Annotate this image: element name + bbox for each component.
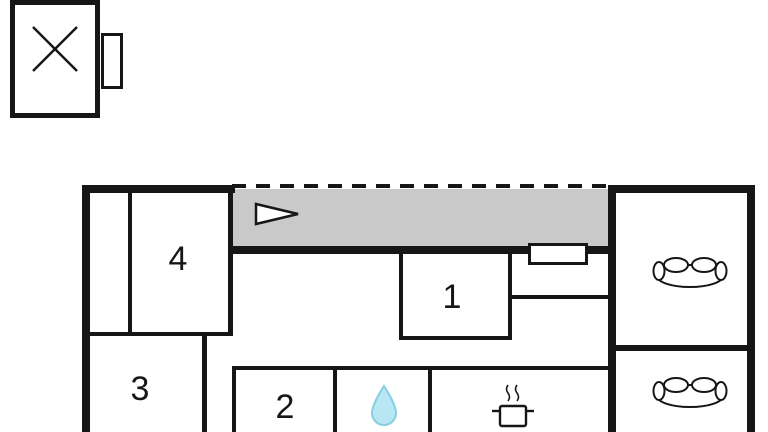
wall bbox=[616, 345, 747, 351]
wall bbox=[508, 254, 512, 340]
wall bbox=[333, 366, 337, 432]
wall bbox=[128, 189, 132, 335]
wall bbox=[228, 189, 233, 335]
wall bbox=[612, 185, 755, 193]
room-label-2: 2 bbox=[275, 388, 295, 426]
wall bbox=[399, 254, 403, 340]
window-icon bbox=[528, 243, 588, 265]
wall bbox=[428, 366, 432, 432]
stove-icon bbox=[492, 384, 534, 428]
sofa-icon bbox=[652, 257, 728, 288]
wall bbox=[399, 336, 512, 340]
wall bbox=[608, 185, 616, 432]
wall bbox=[232, 366, 236, 432]
sofa-icon bbox=[652, 377, 728, 408]
door-icon bbox=[101, 33, 123, 89]
wall bbox=[82, 185, 235, 193]
wall bbox=[747, 185, 755, 432]
entrance-arrow-icon bbox=[254, 202, 299, 226]
wall bbox=[232, 366, 612, 370]
wall bbox=[512, 295, 612, 299]
room-label-4: 4 bbox=[168, 240, 188, 278]
wall bbox=[232, 246, 616, 254]
cross-window-icon bbox=[32, 26, 78, 72]
stair-box bbox=[10, 0, 100, 118]
terrace bbox=[232, 189, 612, 250]
wall bbox=[202, 336, 207, 432]
wall bbox=[82, 185, 90, 432]
wall bbox=[86, 332, 233, 336]
terrace-dashed-edge bbox=[232, 184, 612, 188]
water-drop-icon bbox=[370, 384, 398, 426]
room-label-3: 3 bbox=[130, 370, 150, 408]
room-label-1: 1 bbox=[442, 278, 462, 316]
